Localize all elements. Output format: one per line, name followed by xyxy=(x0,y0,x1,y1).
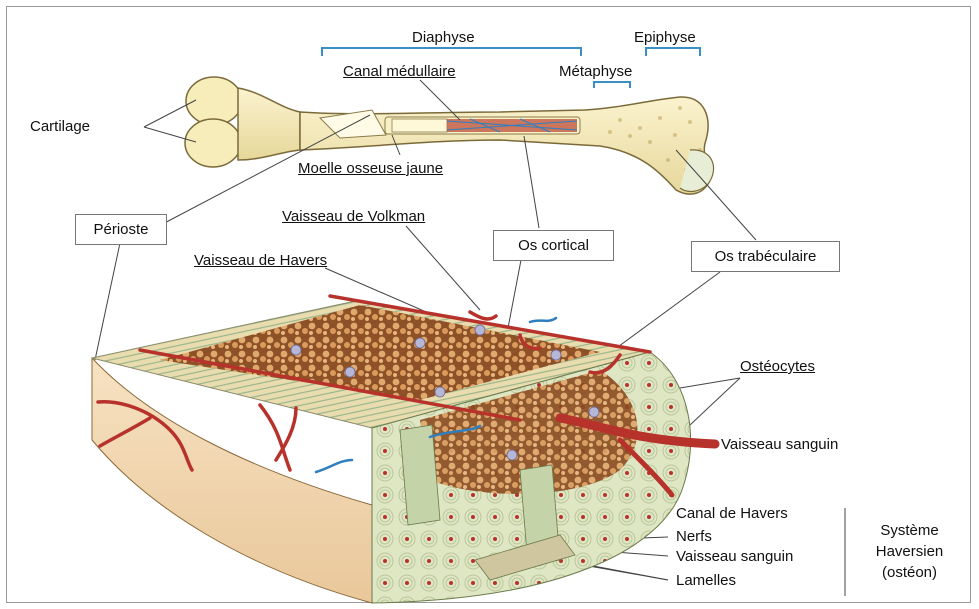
label-systeme-haversien: Système Haversien (ostéon) xyxy=(852,520,967,583)
label-cartilage: Cartilage xyxy=(30,118,90,136)
label-nerfs: Nerfs xyxy=(676,528,712,546)
label-os-cortical: Os cortical xyxy=(493,230,614,261)
label-vaisseau-volkman: Vaisseau de Volkman xyxy=(282,208,425,226)
label-metaphyse: Métaphyse xyxy=(559,63,632,81)
label-perioste: Périoste xyxy=(75,214,167,245)
label-systeme-line3: (ostéon) xyxy=(852,562,967,583)
label-lamelles: Lamelles xyxy=(676,572,736,590)
label-vaisseau-havers: Vaisseau de Havers xyxy=(194,252,327,270)
label-systeme-line1: Système xyxy=(852,520,967,541)
label-os-trabeculaire: Os trabéculaire xyxy=(691,241,840,272)
label-epiphyse: Epiphyse xyxy=(634,29,696,47)
label-diaphyse: Diaphyse xyxy=(412,29,475,47)
label-canal-havers: Canal de Havers xyxy=(676,505,788,523)
label-systeme-line2: Haversien xyxy=(852,541,967,562)
label-osteocytes: Ostéocytes xyxy=(740,358,815,376)
label-moelle-osseuse-jaune: Moelle osseuse jaune xyxy=(298,160,443,178)
bone-cross-section xyxy=(92,296,715,603)
long-bone xyxy=(185,77,714,194)
label-vaisseau-sanguin-2: Vaisseau sanguin xyxy=(676,548,793,566)
label-canal-medullaire: Canal médullaire xyxy=(343,63,456,81)
label-vaisseau-sanguin: Vaisseau sanguin xyxy=(721,436,838,454)
